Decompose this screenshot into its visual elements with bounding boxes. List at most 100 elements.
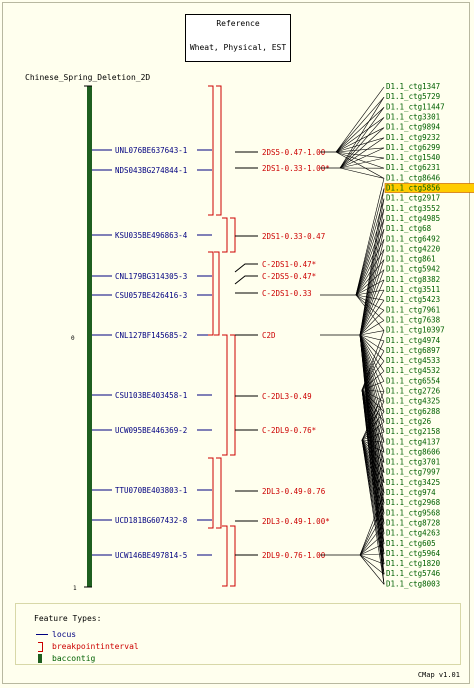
contig-label[interactable]: D1.1_ctg3552 [386, 204, 440, 213]
contig-label[interactable]: D1.1_ctg9568 [386, 508, 441, 517]
locus-label[interactable]: CSU057BE426416-3 [115, 291, 187, 300]
contig-label[interactable]: D1.1_ctg2917 [386, 194, 440, 203]
locus-label[interactable]: CSU103BE403458-1 [115, 391, 187, 400]
map-title[interactable]: Chinese_Spring_Deletion_2D [25, 73, 150, 82]
contig-label[interactable]: D1.1_ctg4137 [386, 437, 440, 446]
contig-label[interactable]: D1.1_ctg605 [386, 539, 436, 548]
contig-label[interactable]: D1.1_ctg4985 [386, 214, 440, 223]
contig-label[interactable]: D1.1_ctg6288 [386, 407, 441, 416]
locus-label[interactable]: UCD181BG607432-8 [115, 516, 188, 525]
interval-label[interactable]: 2DS5-0.47-1.00 [262, 148, 326, 157]
locus-label[interactable]: KSU035BE496863-4 [115, 231, 188, 240]
contig-label[interactable]: D1.1_ctg4532 [386, 366, 440, 375]
contig-label[interactable]: D1.1_ctg5942 [386, 265, 440, 274]
contig-label[interactable]: D1.1_ctg2158 [386, 427, 441, 436]
contig-label[interactable]: D1.1_ctg6897 [386, 346, 440, 355]
contig-label[interactable]: D1.1_ctg9894 [386, 123, 441, 132]
interval-bracket[interactable] [222, 217, 228, 253]
interval-label[interactable]: C-2DS5-0.47* [262, 272, 316, 281]
chromosome-bar[interactable] [87, 86, 92, 587]
contig-label[interactable]: D1.1_ctg11447 [386, 102, 445, 111]
contig-label[interactable]: D1.1_ctg9232 [386, 133, 440, 142]
interval-bracket[interactable] [230, 525, 236, 587]
contig-label[interactable]: D1.1_ctg1540 [386, 153, 441, 162]
contig-label[interactable]: D1.1_ctg5729 [386, 92, 440, 101]
contig-label[interactable]: D1.1_ctg5423 [386, 295, 440, 304]
contig-label[interactable]: D1.1_ctg68 [386, 224, 432, 233]
interval-bracket[interactable] [214, 251, 220, 336]
reference-box[interactable]: Reference Wheat, Physical, EST [185, 14, 291, 62]
locus-label[interactable]: UNL076BE637643-1 [115, 146, 187, 155]
interval-bracket[interactable] [208, 85, 214, 216]
reference-title: Reference [216, 19, 260, 28]
interval-bracket[interactable] [230, 217, 236, 253]
locus-label[interactable]: NDS043BG274844-1 [115, 166, 187, 175]
interval-bracket[interactable] [216, 457, 222, 529]
contig-connector [359, 218, 385, 336]
interval-label[interactable]: C-2DL3-0.49 [262, 392, 312, 401]
interval-bracket[interactable] [208, 457, 214, 529]
contig-label[interactable]: D1.1_ctg8606 [386, 447, 441, 456]
contig-connector [359, 269, 385, 336]
contig-label[interactable]: D1.1_ctg8003 [386, 579, 440, 588]
interval-label[interactable]: C-2DL9-0.76* [262, 426, 316, 435]
contig-label[interactable]: D1.1_ctg7997 [386, 468, 440, 477]
contig-connector [359, 289, 385, 336]
contig-label[interactable]: D1.1_ctg2726 [386, 387, 441, 396]
contig-connector [359, 334, 385, 352]
legend-label-locus: locus [52, 630, 77, 639]
contig-label[interactable]: D1.1_ctg4974 [386, 336, 441, 345]
contig-label[interactable]: D1.1_ctg7638 [386, 315, 441, 324]
interval-label[interactable]: 2DS1-0.33-1.00* [262, 164, 330, 173]
interval-label[interactable]: 2DS1-0.33-0.47 [262, 232, 325, 241]
interval-bracket[interactable] [222, 525, 228, 587]
contig-label[interactable]: D1.1_ctg5964 [386, 549, 441, 558]
contig-label[interactable]: D1.1_ctg4220 [386, 244, 441, 253]
contig-label[interactable]: D1.1_ctg1820 [386, 559, 441, 568]
locus-label[interactable]: TTU070BE403803-1 [115, 486, 187, 495]
contig-label[interactable]: D1.1_ctg861 [386, 255, 436, 264]
interval-label[interactable]: 2DL3-0.49-1.00* [262, 517, 330, 526]
interval-bracket[interactable] [222, 334, 228, 456]
contig-label[interactable]: D1.1_ctg6492 [386, 234, 440, 243]
contig-connector [361, 330, 385, 391]
contig-label[interactable]: D1.1_ctg4263 [386, 529, 440, 538]
interval-label[interactable]: C-2DS1-0.47* [262, 260, 316, 269]
contig-label[interactable]: D1.1_ctg7961 [386, 305, 440, 314]
interval-bracket[interactable] [216, 85, 222, 216]
contig-connector [359, 259, 385, 336]
contig-label[interactable]: D1.1_ctg26 [386, 417, 432, 426]
interval-label[interactable]: 2DL3-0.49-0.76 [262, 487, 326, 496]
interval-label[interactable]: C-2DS1-0.33 [262, 289, 312, 298]
interval-label[interactable]: C2D [262, 331, 276, 340]
contig-label[interactable]: D1.1_ctg6231 [386, 163, 440, 172]
contig-label[interactable]: D1.1_ctg4325 [386, 397, 440, 406]
contig-label[interactable]: D1.1_ctg3425 [386, 478, 440, 487]
contig-label[interactable]: D1.1_ctg8646 [386, 173, 441, 182]
contig-label[interactable]: D1.1_ctg10397 [386, 326, 445, 335]
interval-bracket[interactable] [208, 251, 214, 336]
contig-connector [359, 503, 385, 556]
contig-label[interactable]: D1.1_ctg3511 [386, 285, 440, 294]
contig-label[interactable]: D1.1_ctg974 [386, 488, 436, 497]
locus-label[interactable]: UCW095BE446369-2 [115, 426, 187, 435]
contig-label[interactable]: D1.1_ctg3301 [386, 112, 440, 121]
contig-label[interactable]: D1.1_ctg8728 [386, 518, 441, 527]
locus-label[interactable]: CNL127BF145685-2 [115, 331, 187, 340]
contig-label[interactable]: D1.1_ctg1347 [386, 82, 440, 91]
locus-label[interactable]: UCW146BE497814-5 [115, 551, 187, 560]
contig-label[interactable]: D1.1_ctg3701 [386, 458, 440, 467]
interval-bracket[interactable] [230, 334, 236, 456]
locus-label[interactable]: CNL179BG314305-3 [115, 272, 187, 281]
contig-label[interactable]: D1.1_ctg6299 [386, 143, 440, 152]
contig-connector [339, 96, 385, 169]
contig-label[interactable]: D1.1_ctg8382 [386, 275, 440, 284]
contig-label[interactable]: D1.1_ctg5746 [386, 569, 441, 578]
contig-label[interactable]: D1.1_ctg4533 [386, 356, 440, 365]
contig-label[interactable]: D1.1_ctg5856 [386, 184, 441, 193]
contig-connector [361, 391, 385, 441]
contig-label[interactable]: D1.1_ctg6554 [386, 376, 441, 385]
interval-label[interactable]: 2DL9-0.76-1.00 [262, 551, 326, 560]
contig-label[interactable]: D1.1_ctg2968 [386, 498, 441, 507]
baccontig-symbol [38, 654, 42, 663]
